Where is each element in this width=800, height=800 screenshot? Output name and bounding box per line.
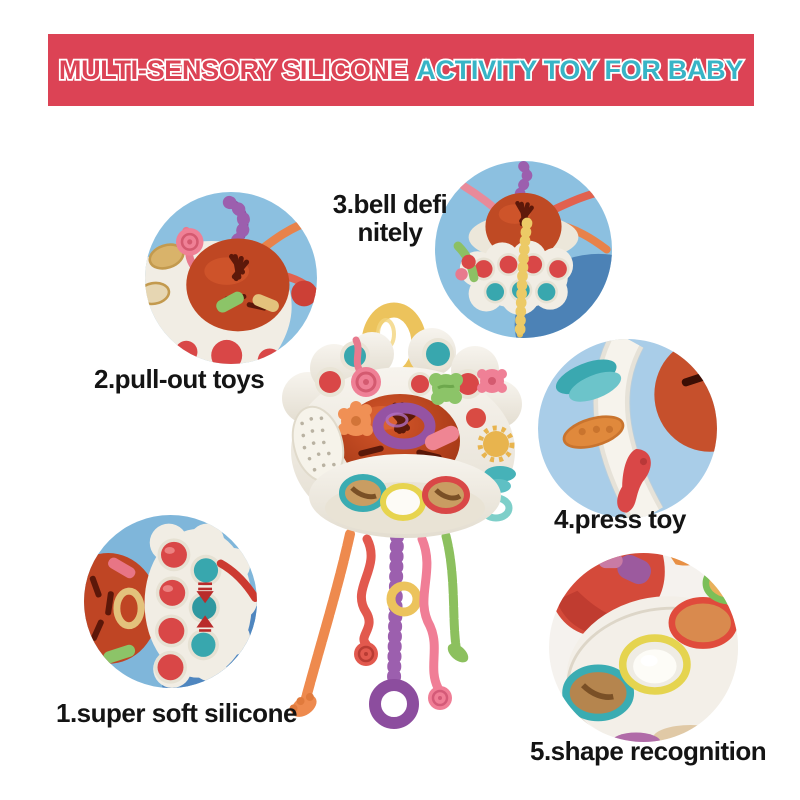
press-toy-photo-illustration [538,339,717,518]
title-banner: MULTI-SENSORY SILICONE ACTIVITY TOY FOR … [48,34,754,106]
callout-photo-soft-silicone [84,515,257,688]
feature-label-bell: 3.bell defi nitely [295,190,485,246]
callout-photo-shape-recognition [549,553,738,742]
feature-label-press-toy: 4.press toy [554,504,686,534]
product-photo-main [282,302,522,729]
teether-texture [291,405,345,483]
feature-label-pull-out-toys: 2.pull-out toys [94,364,265,394]
banner-text-accent: ACTIVITY TOY FOR BABY [415,53,746,87]
callout-photo-press-toy [538,339,717,518]
banner-text-primary: MULTI-SENSORY SILICONE [57,53,409,87]
dome-silicone-toys [338,336,486,451]
soft-silicone-photo-illustration [84,515,257,688]
pull-string-legs [289,529,469,729]
feature-label-bell-line2: nitely [357,217,423,248]
feature-label-bell-line1: 3.bell defi [332,189,448,219]
feature-label-soft-silicone: 1.super soft silicone [56,698,297,728]
bottom-rim [309,454,501,538]
shape-recognition-photo-illustration [549,553,738,742]
bell-photo-illustration [435,161,612,338]
feature-label-shape-recognition: 5.shape recognition [530,736,767,766]
callout-photo-bell [435,161,612,338]
